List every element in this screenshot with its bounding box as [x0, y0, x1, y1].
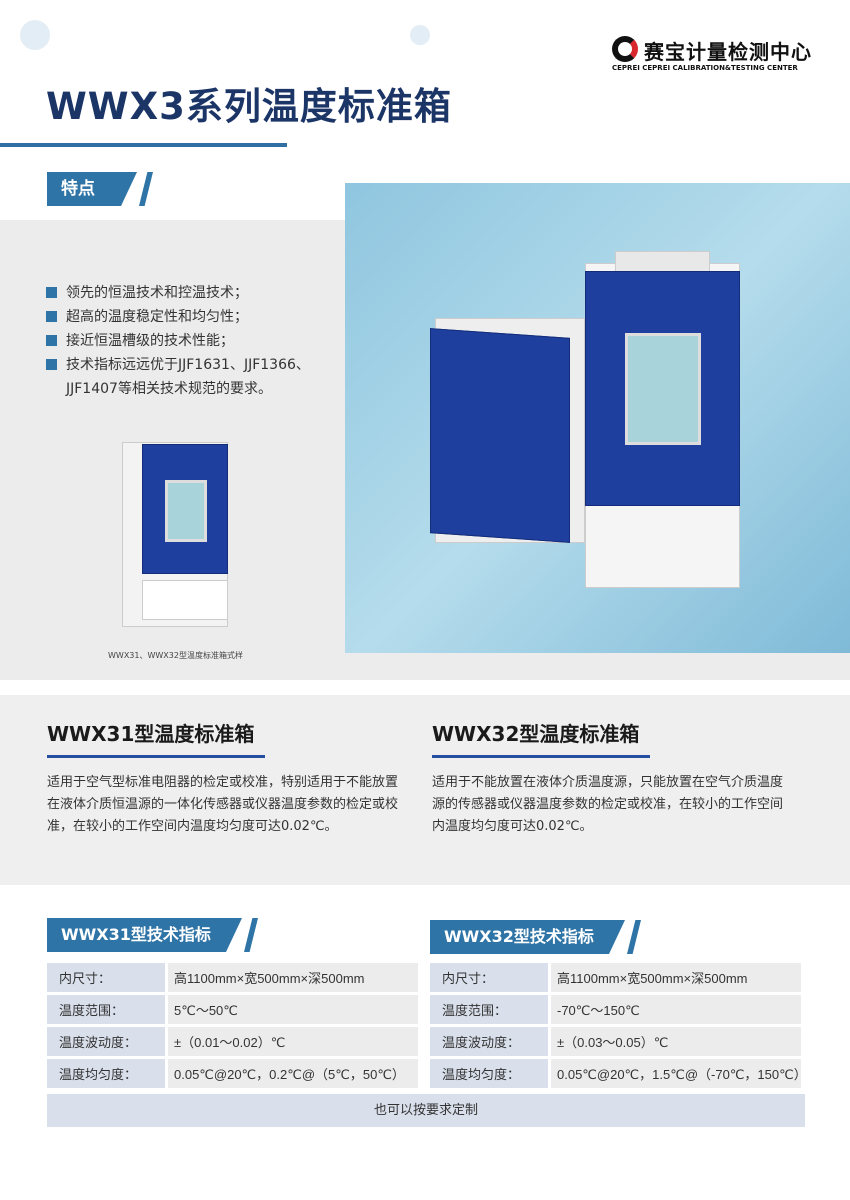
models-band	[0, 695, 850, 885]
logo-name-cn: 赛宝计量检测中心	[644, 40, 812, 64]
spec-key: 温度均匀度：	[47, 1059, 165, 1088]
product-photo	[345, 183, 850, 653]
table-row: 温度波动度：±（0.01～0.02）℃	[47, 1027, 418, 1056]
spec-tag-label: WWX32型技术指标	[430, 920, 625, 954]
custom-note: 也可以按要求定制	[47, 1094, 805, 1127]
background-dot	[410, 25, 430, 45]
title-underline	[0, 143, 287, 147]
model-description: 适用于不能放置在液体介质温度源，只能放置在空气介质温度源的传感器或仪器温度参数的…	[432, 775, 784, 834]
model-description: 适用于空气型标准电阻器的检定或校准，特别适用于不能放置在液体介质恒温源的一体化传…	[47, 775, 399, 834]
spec-table-wwx31: 内尺寸：高1100mm×宽500mm×深500mm 温度范围：5℃～50℃ 温度…	[44, 960, 421, 1091]
spec-key: 温度波动度：	[47, 1027, 165, 1056]
model-heading: WWX31型温度标准箱	[47, 718, 265, 758]
spec-value: ±（0.03～0.05）℃	[551, 1027, 801, 1056]
model-wwx31: WWX31型温度标准箱 适用于空气型标准电阻器的检定或校准，特别适用于不能放置在…	[47, 718, 407, 838]
feature-item: 接近恒温槽级的技术性能；	[46, 329, 310, 353]
spec-key: 内尺寸：	[430, 963, 548, 992]
feature-item-continued: JJF1407等相关技术规范的要求。	[66, 381, 272, 397]
spec-table-wwx32: 内尺寸：高1100mm×宽500mm×深500mm 温度范围：-70℃～150℃…	[427, 960, 807, 1091]
spec-key: 内尺寸：	[47, 963, 165, 992]
spec-value: ±（0.01～0.02）℃	[168, 1027, 418, 1056]
spec-key: 温度均匀度：	[430, 1059, 548, 1088]
spec-tag-wwx32: WWX32型技术指标	[430, 920, 641, 954]
spec-value: 5℃～50℃	[168, 995, 418, 1024]
table-row: 温度范围：-70℃～150℃	[430, 995, 801, 1024]
spec-tag-label: WWX31型技术指标	[47, 918, 242, 952]
spec-value: 高1100mm×宽500mm×深500mm	[168, 963, 418, 992]
spec-value: -70℃～150℃	[551, 995, 801, 1024]
feature-item: 超高的温度稳定性和均匀性；	[46, 305, 310, 329]
spec-key: 温度波动度：	[430, 1027, 548, 1056]
logo: 赛宝计量检测中心 CEPREI CEPREI CALIBRATION&TESTI…	[612, 36, 812, 76]
spec-key: 温度范围：	[47, 995, 165, 1024]
table-row: 温度范围：5℃～50℃	[47, 995, 418, 1024]
table-row: 内尺寸：高1100mm×宽500mm×深500mm	[47, 963, 418, 992]
tag-slash	[627, 920, 641, 954]
page-title: WWX3系列温度标准箱	[46, 85, 452, 128]
spec-value: 高1100mm×宽500mm×深500mm	[551, 963, 801, 992]
table-row: 内尺寸：高1100mm×宽500mm×深500mm	[430, 963, 801, 992]
tag-slash	[139, 172, 153, 206]
feature-item: 领先的恒温技术和控温技术；	[46, 281, 310, 305]
feature-list: 领先的恒温技术和控温技术； 超高的温度稳定性和均匀性； 接近恒温槽级的技术性能；…	[46, 281, 310, 401]
table-row: 温度均匀度：0.05℃@20℃，0.2℃@（5℃，50℃）	[47, 1059, 418, 1088]
model-wwx32: WWX32型温度标准箱 适用于不能放置在液体介质温度源，只能放置在空气介质温度源…	[432, 718, 792, 838]
feature-item: 技术指标远远优于JJF1631、JJF1366、	[46, 353, 310, 377]
product-image-small	[110, 430, 235, 635]
table-row: 温度均匀度：0.05℃@20℃，1.5℃@（-70℃，150℃）	[430, 1059, 807, 1088]
photo-caption: WWX31、WWX32型温度标准箱式样	[108, 651, 243, 660]
model-heading: WWX32型温度标准箱	[432, 718, 650, 758]
logo-name-en: CEPREI CEPREI CALIBRATION&TESTING CENTER	[612, 64, 798, 72]
spec-tag-wwx31: WWX31型技术指标	[47, 918, 258, 952]
spec-value: 0.05℃@20℃，1.5℃@（-70℃，150℃）	[551, 1059, 807, 1088]
spec-value: 0.05℃@20℃，0.2℃@（5℃，50℃）	[168, 1059, 418, 1088]
table-row: 温度波动度：±（0.03～0.05）℃	[430, 1027, 801, 1056]
background-dot	[20, 20, 50, 50]
tag-slash	[244, 918, 258, 952]
features-tag: 特点	[47, 172, 153, 206]
spec-key: 温度范围：	[430, 995, 548, 1024]
logo-mark-icon	[612, 36, 638, 62]
features-tag-label: 特点	[47, 172, 137, 206]
